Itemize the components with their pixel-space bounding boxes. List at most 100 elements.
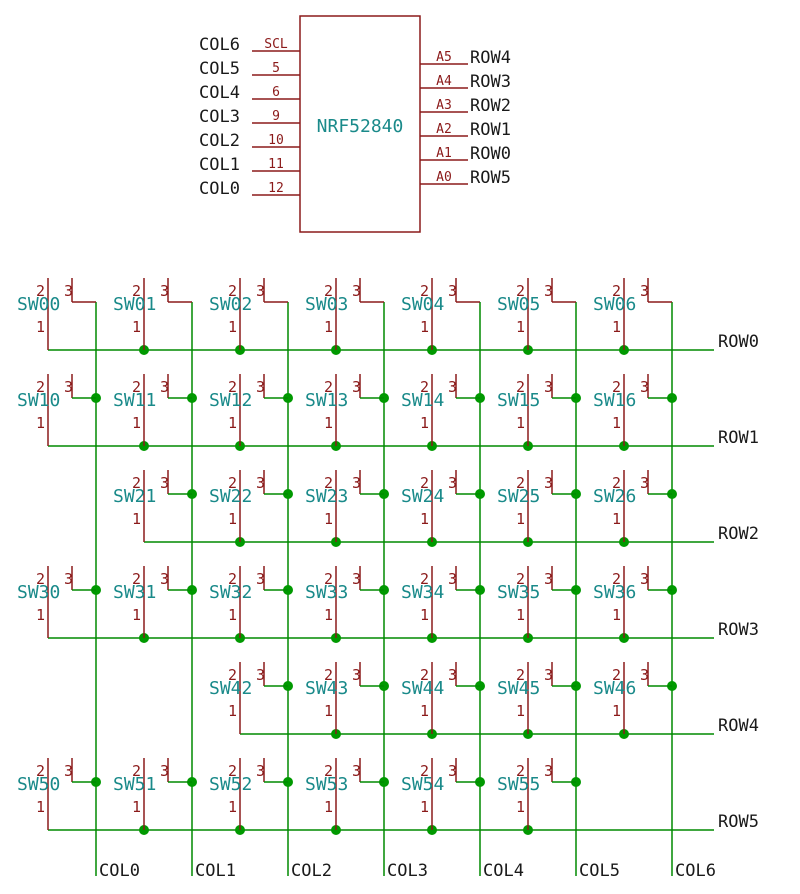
- switch-reference: SW11: [113, 390, 156, 411]
- mcu-right-net-label: ROW1: [470, 120, 511, 140]
- switch-pin-1-number: 1: [324, 702, 333, 720]
- switch-pin-3-number: 3: [448, 666, 457, 684]
- switch-pin-1-number: 1: [516, 798, 525, 816]
- switch-pin-2-number: 2: [36, 282, 45, 300]
- switch-reference: SW50: [17, 774, 60, 795]
- switch-pin-2-number: 2: [612, 666, 621, 684]
- switch-reference: SW25: [497, 486, 540, 507]
- mcu-right-net-label: ROW0: [470, 144, 511, 164]
- switch-pin-3-number: 3: [544, 378, 553, 396]
- switch-pin-2-number: 2: [324, 378, 333, 396]
- switch-reference: SW23: [305, 486, 348, 507]
- switch-pin-3-number: 3: [256, 378, 265, 396]
- switch-pin-3-number: 3: [160, 474, 169, 492]
- switch-reference: SW46: [593, 678, 636, 699]
- switch-pin-1-number: 1: [612, 414, 621, 432]
- switch-pin-3-number: 3: [544, 282, 553, 300]
- switch-pin-2-number: 2: [228, 282, 237, 300]
- mcu-left-net-label: COL1: [199, 155, 240, 175]
- switch-pin-2-number: 2: [132, 570, 141, 588]
- switch-reference: SW16: [593, 390, 636, 411]
- switch-pin-2-number: 2: [228, 378, 237, 396]
- switch-pin-1-number: 1: [324, 606, 333, 624]
- switch-pin-2-number: 2: [612, 570, 621, 588]
- switch-pin-1-number: 1: [132, 510, 141, 528]
- row-label: ROW4: [718, 716, 759, 736]
- switch-pin-1-number: 1: [516, 318, 525, 336]
- switch-reference: SW00: [17, 294, 60, 315]
- mcu-right-pin-number: A2: [436, 122, 452, 137]
- mcu-right-pin-number: A4: [436, 74, 452, 89]
- switch-pin-1-number: 1: [420, 510, 429, 528]
- switch-reference: SW52: [209, 774, 252, 795]
- row-label: ROW1: [718, 428, 759, 448]
- switch-pin-2-number: 2: [228, 666, 237, 684]
- switch-pin-2-number: 2: [228, 762, 237, 780]
- switch-pin-2-number: 2: [132, 378, 141, 396]
- switch-pin-2-number: 2: [516, 762, 525, 780]
- switch-pin-2-number: 2: [420, 378, 429, 396]
- switch-pin-3-number: 3: [352, 570, 361, 588]
- switch-pin-2-number: 2: [420, 282, 429, 300]
- switch-pin-2-number: 2: [516, 282, 525, 300]
- switch-pin-3-number: 3: [256, 282, 265, 300]
- switch-pin-2-number: 2: [324, 282, 333, 300]
- switch-pin-2-number: 2: [324, 666, 333, 684]
- switch-reference: SW55: [497, 774, 540, 795]
- column-label: COL3: [387, 861, 428, 881]
- switch-reference: SW32: [209, 582, 252, 603]
- switch-pin-1-number: 1: [228, 798, 237, 816]
- mcu-right-net-label: ROW5: [470, 168, 511, 188]
- switch-pin-1-number: 1: [516, 510, 525, 528]
- mcu-right-pin-number: A1: [436, 146, 452, 161]
- switch-pin-1-number: 1: [132, 798, 141, 816]
- row-label: ROW2: [718, 524, 759, 544]
- switch-pin-2-number: 2: [228, 474, 237, 492]
- switch-pin-3-number: 3: [640, 282, 649, 300]
- mcu-name: NRF52840: [317, 116, 404, 137]
- column-label: COL1: [195, 861, 236, 881]
- switch-pin-2-number: 2: [36, 762, 45, 780]
- switch-pin-2-number: 2: [36, 570, 45, 588]
- switch-pin-3-number: 3: [352, 666, 361, 684]
- switch-pin-2-number: 2: [612, 282, 621, 300]
- mcu-right-net-label: ROW2: [470, 96, 511, 116]
- switch-pin-2-number: 2: [420, 474, 429, 492]
- switch-pin-1-number: 1: [324, 318, 333, 336]
- switch-pin-3-number: 3: [544, 666, 553, 684]
- switch-reference: SW35: [497, 582, 540, 603]
- switch-reference: SW54: [401, 774, 444, 795]
- mcu-right-net-label: ROW4: [470, 48, 511, 68]
- switch-pin-1-number: 1: [36, 414, 45, 432]
- mcu-body: [299, 15, 421, 233]
- mcu-left-pin-number: 5: [272, 61, 280, 76]
- switch-pin-1-number: 1: [516, 702, 525, 720]
- switch-pin-1-number: 1: [324, 798, 333, 816]
- switch-pin-3-number: 3: [256, 666, 265, 684]
- switch-reference: SW12: [209, 390, 252, 411]
